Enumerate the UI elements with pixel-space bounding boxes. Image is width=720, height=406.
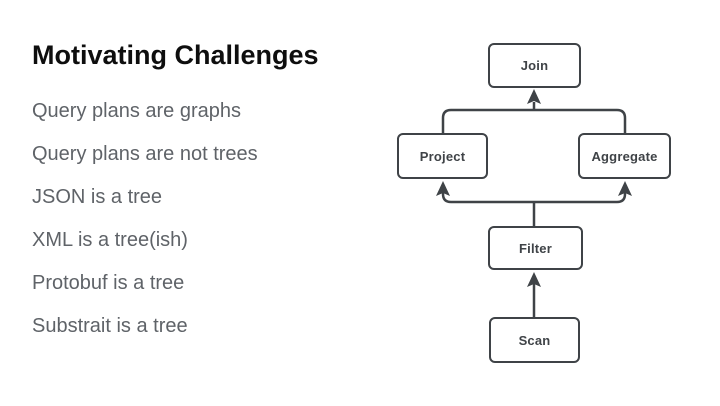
bullet-item: XML is a tree(ish): [32, 229, 188, 251]
bullet-item: Query plans are graphs: [32, 100, 242, 122]
arrowhead-into-aggregate: [618, 181, 632, 196]
edge-project-aggregate-to-join-rail: [441, 108, 627, 133]
diagram-node-filter: Filter: [488, 226, 583, 270]
diagram-node-project: Project: [397, 133, 488, 179]
arrowhead-into-project: [436, 181, 450, 196]
node-label: Filter: [519, 240, 552, 256]
bullet-item: Substrait is a tree: [32, 315, 188, 337]
diagram-node-aggregate: Aggregate: [578, 133, 671, 179]
slide-title: Motivating Challenges: [32, 40, 319, 70]
node-label: Project: [419, 148, 466, 164]
bullet-item: Query plans are not trees: [32, 143, 258, 165]
node-label: Join: [520, 58, 549, 73]
node-label: Scan: [518, 332, 551, 348]
diagram-node-join: Join: [488, 43, 581, 88]
arrowhead-into-filter: [527, 272, 541, 287]
arrowhead-into-join: [527, 89, 541, 104]
diagram-node-scan: Scan: [489, 317, 580, 363]
edge-filter-fork-rail: [441, 190, 627, 204]
bullet-item: Protobuf is a tree: [32, 272, 185, 294]
bullet-item: JSON is a tree: [32, 186, 163, 208]
bullet-list: Query plans are graphs Query plans are n…: [32, 90, 258, 348]
node-label: Aggregate: [591, 148, 658, 164]
